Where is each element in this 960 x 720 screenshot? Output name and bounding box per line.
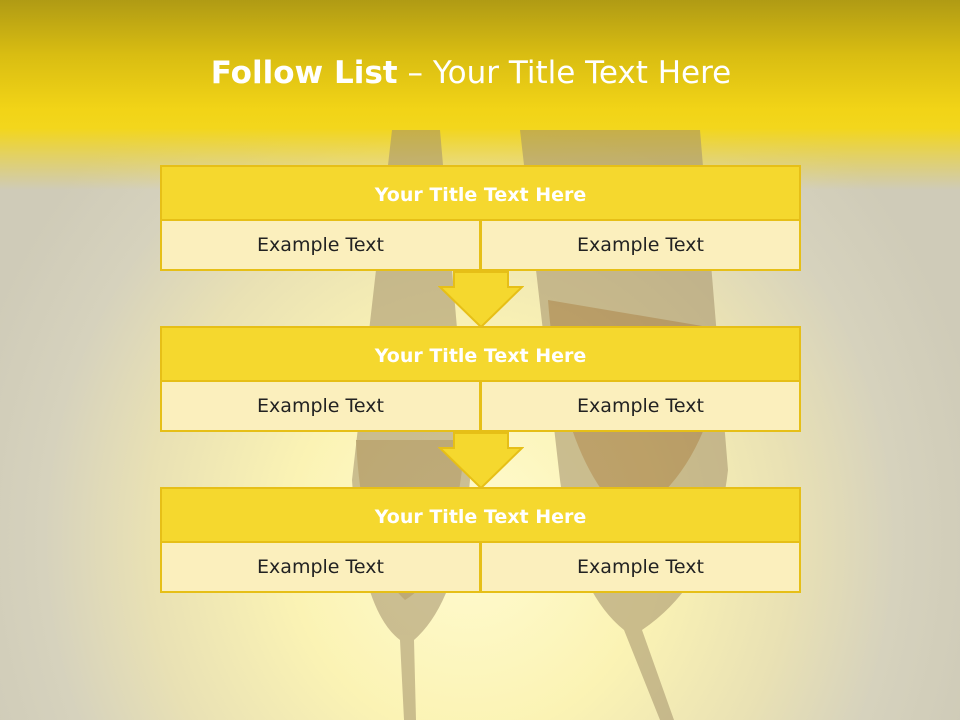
title-band [0, 0, 960, 190]
block-cell-left: Example Text [160, 221, 481, 271]
page-title: Follow List – Your Title Text Here [0, 55, 942, 91]
block-title: Your Title Text Here [160, 487, 801, 543]
block-row: Example Text Example Text [160, 221, 801, 271]
block-title: Your Title Text Here [160, 326, 801, 382]
block-cell-right: Example Text [481, 543, 801, 593]
list-block-2: Your Title Text Here Example Text Exampl… [160, 326, 801, 432]
title-rest: – Your Title Text Here [397, 55, 732, 91]
list-block-3: Your Title Text Here Example Text Exampl… [160, 487, 801, 593]
list-block-1: Your Title Text Here Example Text Exampl… [160, 165, 801, 271]
block-row: Example Text Example Text [160, 382, 801, 432]
block-cell-left: Example Text [160, 543, 481, 593]
title-bold: Follow List [210, 55, 398, 91]
down-arrow-icon [438, 432, 524, 490]
block-row: Example Text Example Text [160, 543, 801, 593]
block-title: Your Title Text Here [160, 165, 801, 221]
block-cell-right: Example Text [481, 382, 801, 432]
block-cell-right: Example Text [481, 221, 801, 271]
block-cell-left: Example Text [160, 382, 481, 432]
down-arrow-icon [438, 271, 524, 329]
